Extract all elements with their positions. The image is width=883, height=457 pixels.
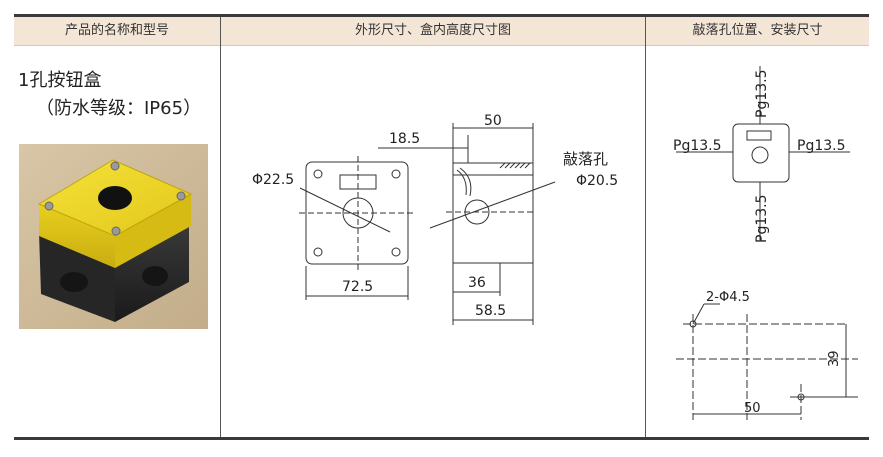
front-hole-dia-label: Φ22.5 (252, 172, 294, 188)
inner-dim-label: 36 (468, 275, 486, 291)
side-depth-label: 50 (484, 113, 502, 129)
column-divider-1 (220, 17, 221, 437)
product-title: 1孔按钮盒 (18, 70, 102, 91)
knockout-dia-label: Φ20.5 (576, 173, 618, 189)
knockout-box-outline (732, 123, 790, 183)
bottom-rule (14, 437, 869, 440)
knockout-top-label: Pg13.5 (754, 69, 770, 118)
header-dimensions: 外形尺寸、盒内高度尺寸图 (354, 23, 511, 38)
dimension-drawing: Φ22.5 72.5 50 18.5 敲落孔 Φ20.5 36 58.5 (252, 113, 618, 325)
top-rule (14, 14, 869, 17)
mount-holes-label: 2-Φ4.5 (706, 290, 750, 305)
overall-dim-label: 58.5 (475, 303, 506, 319)
mount-width-label: 50 (744, 401, 761, 416)
product-protection-rating: （防水等级：IP65） (36, 98, 202, 119)
knockout-label: 敲落孔 (563, 150, 608, 168)
front-width-label: 72.5 (342, 279, 373, 295)
product-photo (19, 144, 208, 329)
knockout-bottom-label: Pg13.5 (754, 194, 770, 243)
side-view-outline (452, 162, 534, 264)
column-divider-2 (645, 17, 646, 437)
header-knockout-install: 敲落孔位置、安装尺寸 (692, 23, 823, 38)
knockout-left-label: Pg13.5 (673, 138, 722, 154)
knockout-install-drawing: Pg13.5 Pg13.5 Pg13.5 Pg13.5 2-Φ4.5 39 50 (673, 66, 858, 420)
knockout-right-label: Pg13.5 (797, 138, 846, 154)
header-name-model: 产品的名称和型号 (64, 23, 169, 38)
side-offset-label: 18.5 (389, 131, 420, 147)
table-header: 产品的名称和型号 外形尺寸、盒内高度尺寸图 敲落孔位置、安装尺寸 (14, 17, 869, 46)
mount-height-label: 39 (827, 350, 842, 367)
